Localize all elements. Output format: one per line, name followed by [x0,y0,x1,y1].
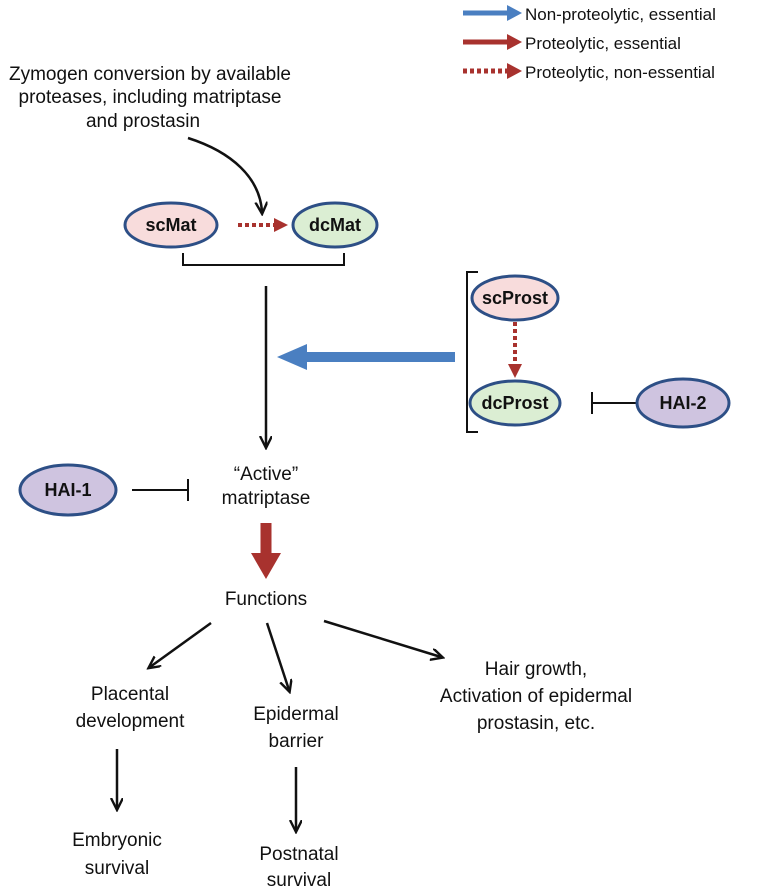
functions-label: Functions [225,589,307,610]
legend-dotted-arrow-head [507,63,522,79]
embryonic-line2: survival [85,858,149,879]
scprost-node [470,274,560,322]
matriptase-bracket [182,253,345,266]
scprost-label: scProst [482,288,548,308]
legend-label-non-proteolytic: Non-proteolytic, essential [525,5,716,24]
legend-label-proteolytic-non-essential: Proteolytic, non-essential [525,63,715,82]
hai1-label: HAI-1 [44,480,91,500]
legend-proteolytic-non-essential: Proteolytic, non-essential [463,63,715,82]
zymogen-note: Zymogen conversion by available protease… [9,64,291,132]
functions-to-hair-arrow [323,619,441,657]
hair-line1: Hair growth, [485,659,587,680]
functions-to-epidermal-arrow [265,622,289,690]
legend: Non-proteolytic, essential Proteolytic, … [463,5,716,82]
matriptase-to-functions-head [251,553,281,579]
hai1-node [18,463,118,517]
dcmat-node [291,201,379,249]
active-matriptase-line1: “Active” [234,464,298,485]
functions-to-placental-arrow [150,621,212,667]
legend-blue-arrow-head [507,5,522,21]
prostasin-bracket [466,271,478,433]
hai2-label: HAI-2 [659,393,706,413]
scmat-label: scMat [145,215,196,235]
placental-line1: Placental [91,684,169,705]
hai2-node [635,377,731,429]
legend-label-proteolytic-essential: Proteolytic, essential [525,34,681,53]
dcmat-label: dcMat [309,215,361,235]
prostasin-to-matriptase-head [277,344,307,370]
zymogen-note-line3: and prostasin [86,111,200,132]
hair-line3: prostasin, etc. [477,713,595,734]
scmat-to-dcmat-head [274,218,288,232]
postnatal-line2: survival [267,870,331,891]
dcprost-node [468,379,562,427]
epidermal-line2: barrier [269,731,325,752]
zymogen-note-line2: proteases, including matriptase [19,87,282,108]
placental-line2: development [76,711,186,732]
dcprost-label: dcProst [481,393,548,413]
hair-line2: Activation of epidermal [440,686,632,707]
legend-proteolytic-essential: Proteolytic, essential [463,34,681,53]
embryonic-line1: Embryonic [72,830,162,851]
active-matriptase-line2: matriptase [222,488,311,509]
legend-non-proteolytic-essential: Non-proteolytic, essential [463,5,716,24]
postnatal-line1: Postnatal [259,844,338,865]
scprost-to-dcprost-head [508,364,522,378]
legend-red-arrow-head [507,34,522,50]
epidermal-line1: Epidermal [253,704,339,725]
zymogen-arrow [187,136,262,212]
zymogen-note-line1: Zymogen conversion by available [9,64,291,85]
scmat-node [123,201,219,249]
